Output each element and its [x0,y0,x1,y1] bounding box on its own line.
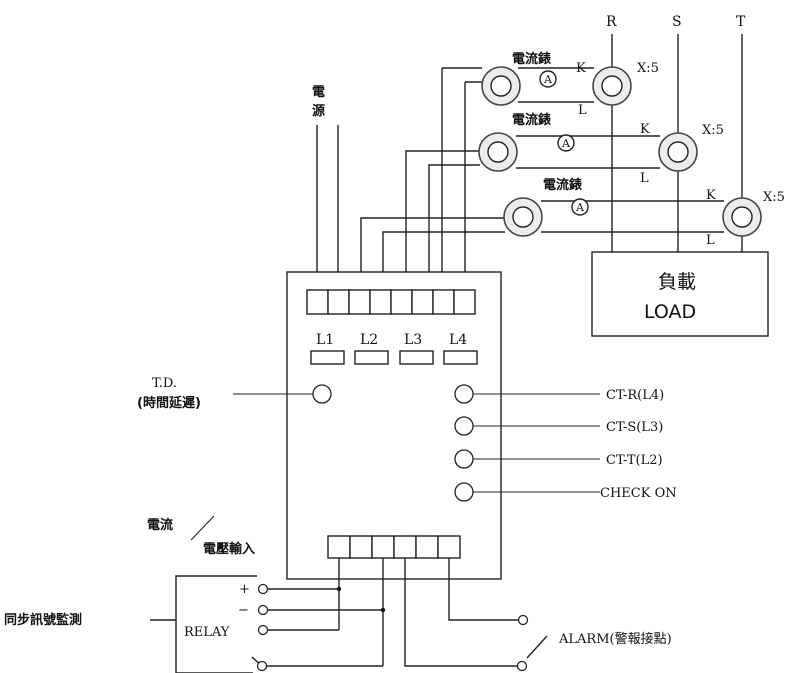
ct-wiring [316,67,724,290]
ammeter-2-label: 電流錶 [512,112,551,128]
relay-minus-label: − [238,603,249,618]
indicator-l2-lamp [354,350,389,365]
input-label-line1: 電流 [147,517,173,533]
relay-terminal [257,624,269,636]
relay-plus-label: + [239,582,250,597]
phase-s-label: S [672,14,682,30]
relay-contact-terminal [256,660,268,672]
ct-s-right-ring [658,132,698,172]
alarm-terminal-upper [517,614,529,626]
indicator-l3-lamp [399,350,434,365]
ammeter-3-label: 電流錶 [543,177,582,193]
ct-3-ratio: X:5 [763,190,785,205]
ct-r-left-ring [481,66,521,106]
sync-monitor-label: 同步訊號監測 [4,612,82,628]
ct-2-l-label: L [640,171,649,186]
relay-minus-terminal [257,604,269,616]
check-on-knob[interactable] [454,482,474,502]
ammeter-2-symbol: A [561,137,571,150]
top-terminal-block [306,289,476,315]
ct-t-l2-label: CT-T(L2) [606,453,663,468]
ct-1-l-label: L [578,103,587,118]
input-label-line2: 電壓輸入 [203,541,255,557]
ct-3-k-label: K [706,188,716,203]
ammeter-3-symbol: A [575,201,585,214]
phase-r-label: R [606,14,617,30]
load-box [591,251,769,337]
time-delay-sub-label: (時間延遲) [137,395,201,411]
relay-plus-terminal [257,583,269,595]
ct-1-ratio: X:5 [637,61,659,76]
ct-1-k-label: K [576,61,586,76]
ct-2-k-label: K [640,122,650,137]
indicator-l1-lamp [310,350,345,365]
indicator-l4-label: L4 [449,332,467,348]
phase-t-label: T [736,14,746,30]
ct-s-l3-label: CT-S(L3) [606,420,663,435]
load-label-en: LOAD [644,301,696,323]
power-supply-char-2: 源 [312,103,325,119]
ct-r-l4-knob[interactable] [454,384,474,404]
load-label-cn: 負載 [658,271,696,293]
ammeter-1-symbol: A [543,73,553,86]
ct-t-right-ring [722,197,762,237]
indicator-l3-label: L3 [404,332,422,348]
ct-r-l4-label: CT-R(L4) [606,388,664,403]
ct-s-l3-knob[interactable] [454,416,474,436]
ct-t-l2-knob[interactable] [454,449,474,469]
indicator-l2-label: L2 [360,332,378,348]
ct-2-ratio: X:5 [702,123,724,138]
ct-s-left-ring [478,132,518,172]
alarm-terminal-lower [516,660,528,672]
time-delay-knob[interactable] [312,384,332,404]
ct-r-right-ring [592,66,632,106]
ammeter-1-label: 電流錶 [512,51,551,67]
indicator-l4-lamp [443,350,478,365]
junction-dot-2 [380,607,386,613]
junction-dot-1 [336,586,342,592]
input-label-slash [190,515,215,541]
indicator-l1-label: L1 [316,332,334,348]
relay-label: RELAY [184,625,230,640]
check-on-label: CHECK ON [600,486,677,501]
ammeter-2-icon [557,134,575,152]
alarm-label: ALARM(警報接點) [558,631,672,647]
ct-3-l-label: L [706,233,715,248]
ammeter-1-icon [539,70,557,88]
bottom-terminal-block [327,535,461,559]
time-delay-label: T.D. [152,376,177,391]
ct-t-left-ring [503,197,543,237]
ammeter-3-icon [571,198,589,216]
power-supply-char-1: 電 [312,85,325,100]
relay-wiring [150,558,548,673]
